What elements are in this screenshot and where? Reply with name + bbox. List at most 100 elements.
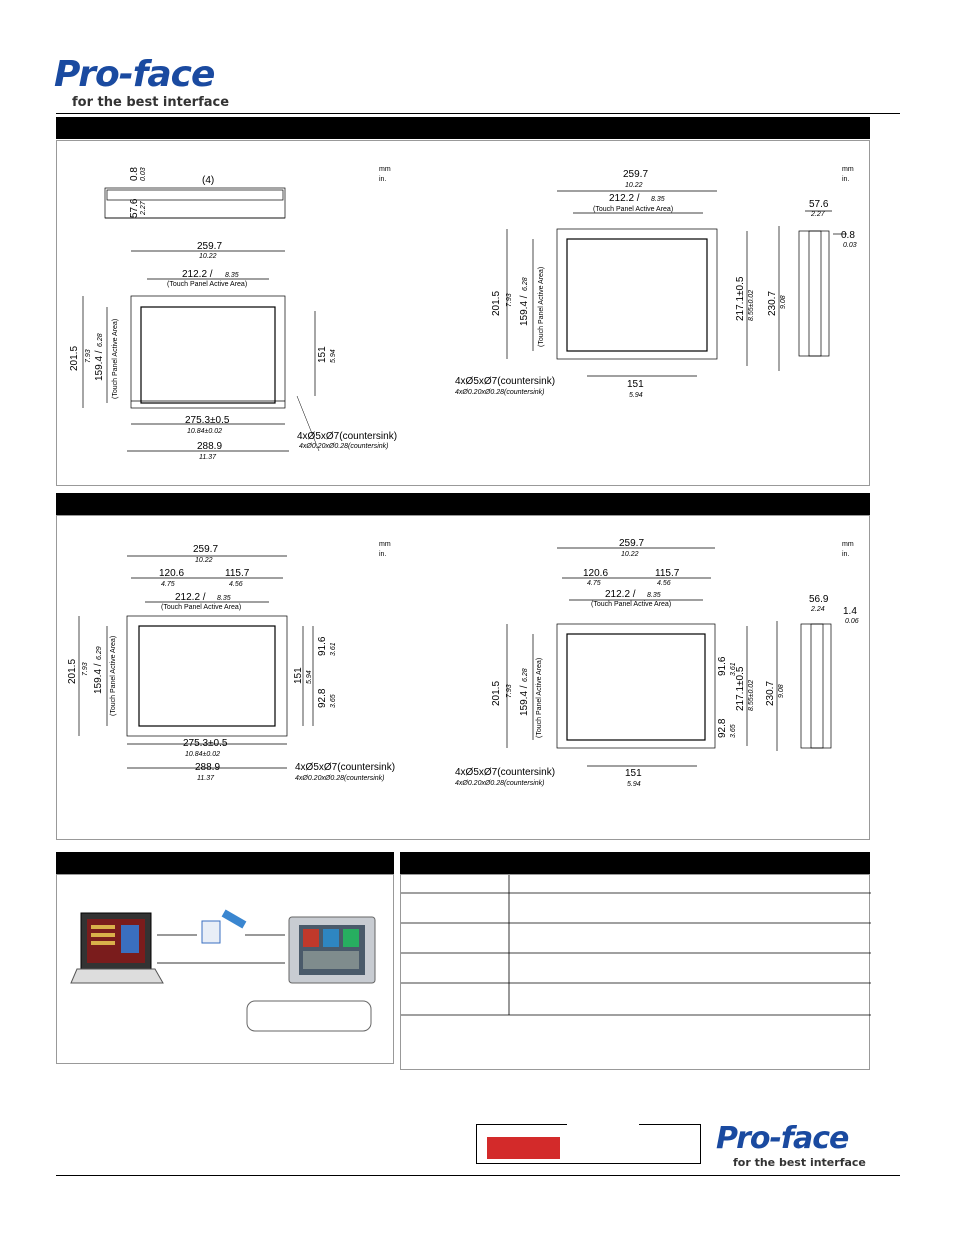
unit-mm-2: mm: [842, 166, 854, 173]
lower-in-4: 3.65: [730, 724, 737, 738]
upper-in-3: 3.61: [330, 642, 337, 656]
right-in-3: 4.56: [229, 581, 243, 588]
depth-in-1: 2.27: [140, 200, 147, 216]
screw-mm-2: 4xØ5xØ7(countersink): [455, 376, 555, 387]
unit-in-4: in.: [842, 551, 849, 558]
w-in-3: 10.22: [195, 557, 213, 564]
right-mm-3: 115.7: [225, 568, 250, 579]
right-mm-4: 115.7: [655, 568, 680, 579]
cut-h-in-4: 8.55±0.02: [748, 680, 755, 711]
depth-in-2: 2.27: [810, 211, 826, 218]
thick-mm-2: 0.8: [841, 230, 855, 241]
label-4: (4): [202, 175, 214, 186]
th-label-2: (Touch Panel Active Area): [538, 267, 545, 347]
software-panel: [56, 874, 394, 1064]
th-label-3: (Touch Panel Active Area): [110, 636, 117, 716]
drawing-panel-1: (4) mm in. mm in. 259.7 10.22 212.2 / 8.…: [56, 140, 870, 486]
cut-w-mm-3: 275.3±0.5: [183, 738, 228, 749]
side-view-right: [798, 230, 830, 357]
unit-mm-4: mm: [842, 541, 854, 548]
left-in-4: 4.75: [587, 580, 601, 587]
unit-in-3: in.: [379, 551, 386, 558]
front-view-1: [130, 295, 286, 409]
cut-w-in-3: 10.84±0.02: [185, 751, 220, 758]
th-mm-1: 159.4 /: [94, 350, 105, 381]
outer-h-in-2: 9.08: [780, 295, 787, 309]
footer-box-gap: [567, 1124, 639, 1126]
spec-panel: [400, 874, 871, 1070]
touch-label-4: (Touch Panel Active Area): [591, 601, 671, 608]
section-bar-1: [56, 117, 870, 139]
front-view-2: [556, 228, 718, 360]
h-in-2: 7.93: [506, 293, 513, 307]
outer-h-mm-2: 230.7: [767, 291, 778, 316]
laptop-icon: [70, 912, 164, 984]
footer-tagline: for the best interface: [733, 1156, 866, 1169]
h-mm-1: 201.5: [69, 346, 80, 371]
hole-w-mm-4: 151: [625, 768, 642, 779]
unit-mm-1: mm: [379, 166, 391, 173]
side-view-right-2: [800, 623, 832, 749]
lower-mm-4: 92.8: [717, 718, 728, 738]
touch-label-1: (Touch Panel Active Area): [167, 281, 247, 288]
software-diagram: [70, 909, 376, 1032]
front-view-3: [126, 615, 288, 737]
touch-mm-3: 212.2 /: [175, 592, 206, 603]
touch-label-2: (Touch Panel Active Area): [593, 206, 673, 213]
th-in-3: 6.29: [96, 646, 103, 660]
outer-w-mm-3: 288.9: [195, 762, 220, 773]
outer-w-mm-1: 288.9: [197, 441, 222, 452]
drawing-panel-2: mm in. mm in. 259.7 10.22 120.6 4.75 115…: [56, 515, 870, 840]
screw-in-2: 4xØ0.20xØ0.28(countersink): [455, 389, 545, 396]
thick2-mm-4: 1.4: [843, 606, 857, 617]
touch-in-2: 8.35: [651, 196, 665, 203]
outer-w-in-3: 11.37: [197, 775, 215, 782]
section-bar-3: [56, 852, 394, 874]
left-mm-3: 120.6: [159, 568, 184, 579]
touch-mm-2: 212.2 /: [609, 193, 640, 204]
lower-in-3: 3.65: [330, 694, 337, 708]
sd-card-icon: [201, 920, 221, 944]
h-mm-2: 201.5: [491, 291, 502, 316]
th-in-1: 6.28: [97, 333, 104, 347]
screw-in-4: 4xØ0.20xØ0.28(countersink): [455, 780, 545, 787]
screw-mm-1: 4xØ5xØ7(countersink): [297, 431, 397, 442]
hole-w-in-2: 5.94: [629, 392, 643, 399]
thick-mm-1: 0.8: [129, 167, 140, 181]
upper-mm-4: 91.6: [717, 656, 728, 676]
cut-w-in-1: 10.84±0.02: [187, 428, 222, 435]
th-mm-3: 159.4 /: [93, 663, 104, 694]
h-in-3: 7.93: [82, 662, 89, 676]
right-in-4: 4.56: [657, 580, 671, 587]
w-in-1: 10.22: [199, 253, 217, 260]
depth2-in-4: 2.24: [810, 606, 825, 613]
thick-in-1: 0.03: [140, 167, 147, 181]
outer-h-in-4: 9.08: [778, 684, 785, 698]
hole-w-in-4: 5.94: [627, 781, 641, 788]
w-mm-2: 259.7: [623, 169, 648, 180]
touch-mm-4: 212.2 /: [605, 589, 636, 600]
outer-w-in-1: 11.37: [199, 454, 217, 461]
drawing-svg-1: (4) mm in. mm in. 259.7 10.22 212.2 / 8.…: [69, 166, 857, 461]
front-view-4: [556, 623, 716, 749]
screw-mm-3: 4xØ5xØ7(countersink): [295, 762, 395, 773]
w-mm-1: 259.7: [197, 241, 222, 252]
unit-in-2: in.: [842, 176, 849, 183]
upper-mm-3: 91.6: [317, 636, 328, 656]
th-in-4: 6.28: [522, 668, 529, 682]
lower-mm-3: 92.8: [317, 688, 328, 708]
touch-in-1: 8.35: [225, 272, 239, 279]
w-in-4: 10.22: [621, 551, 639, 558]
upper-in-4: 3.61: [730, 662, 737, 676]
footer-logo: Pro-face: [716, 1121, 849, 1156]
touch-in-4: 8.35: [647, 592, 661, 599]
screw-mm-4: 4xØ5xØ7(countersink): [455, 767, 555, 778]
footer-box: [476, 1124, 701, 1164]
touch-in-3: 8.35: [217, 595, 231, 602]
spec-grid: [401, 875, 871, 1016]
depth-mm-1: 57.6: [129, 198, 140, 218]
unit-mm-3: mm: [379, 541, 391, 548]
h-mm-3: 201.5: [67, 659, 78, 684]
hole-h-mm-1: 151: [317, 346, 328, 363]
thick2-in-4: 0.06: [845, 618, 859, 625]
